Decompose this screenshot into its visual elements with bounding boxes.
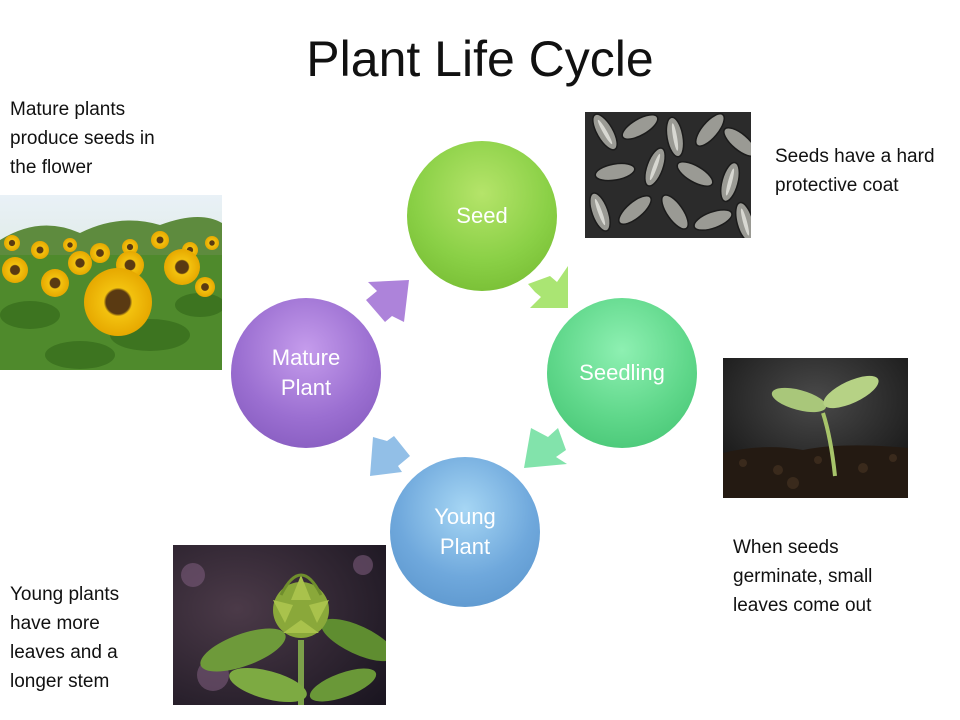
arrow-young-to-mature	[370, 436, 410, 476]
arrow-seed-to-seedling	[528, 266, 568, 308]
sunflower-field-image	[0, 195, 222, 370]
stage-young-plant: Young Plant	[390, 457, 540, 607]
young-plant-image	[173, 545, 386, 705]
seeds-note: Seeds have a hard protective coat	[775, 146, 935, 196]
arrow-mature-to-seed	[366, 280, 409, 322]
stage-seed: Seed	[407, 141, 557, 291]
stage-mature-plant-label: Mature Plant	[271, 345, 341, 400]
stage-young-plant-label: Young Plant	[434, 504, 496, 559]
arrow-seedling-to-young	[524, 428, 567, 468]
seedling-note: When seeds germinate, small leaves come …	[733, 537, 873, 616]
mature-note: Mature plants produce seeds in the flowe…	[10, 99, 155, 178]
stage-seedling: Seedling	[547, 298, 697, 448]
slide-title: Plant Life Cycle	[306, 31, 654, 87]
young-note: Young plants have more leaves and a long…	[10, 584, 120, 692]
sunflower-seeds-image	[585, 112, 751, 238]
stage-seed-label: Seed	[456, 203, 508, 228]
stage-mature-plant: Mature Plant	[231, 298, 381, 448]
seedling-image	[723, 358, 908, 498]
stage-seedling-label: Seedling	[579, 360, 665, 385]
